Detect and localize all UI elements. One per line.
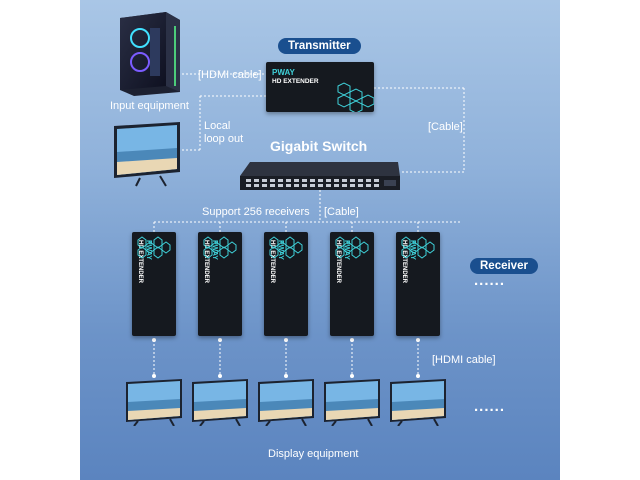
display-equipment-label: Display equipment xyxy=(268,448,359,460)
transmitter-name: HD EXTENDER xyxy=(272,78,319,85)
hexagon-pattern-icon xyxy=(335,236,369,259)
transmitter-badge: Transmitter xyxy=(278,38,361,54)
receiver-device: PWAY HD EXTENDER xyxy=(132,232,176,336)
local-loop-out-label: Local loop out xyxy=(204,120,244,145)
gigabit-switch-label: Gigabit Switch xyxy=(270,138,368,154)
receiver-device: PWAY HD EXTENDER xyxy=(396,232,440,336)
receiver-device: PWAY HD EXTENDER xyxy=(264,232,308,336)
receiver-badge: Receiver xyxy=(470,258,538,274)
receiver-device: PWAY HD EXTENDER xyxy=(198,232,242,336)
support-receivers-label: Support 256 receivers xyxy=(202,206,310,218)
hexagon-pattern-icon xyxy=(337,82,374,112)
hdmi-cable-bottom-label: [HDMI cable] xyxy=(432,354,496,366)
tv-icon xyxy=(126,379,182,426)
hexagon-pattern-icon xyxy=(401,236,435,259)
tv-icon xyxy=(258,379,314,426)
cable-right-label: [Cable] xyxy=(428,121,463,133)
tv-icon xyxy=(192,379,248,426)
diagram-canvas: PWAY HD EXTENDER PWAY HD EXTENDER PWAY H… xyxy=(80,0,560,480)
more-receivers-dots: ...... xyxy=(474,272,506,289)
hdmi-cable-top-label: [HDMI cable] xyxy=(198,69,262,81)
hexagon-pattern-icon xyxy=(137,236,171,259)
receiver-device: PWAY HD EXTENDER xyxy=(330,232,374,336)
hexagon-pattern-icon xyxy=(203,236,237,259)
transmitter-device: PWAY HD EXTENDER xyxy=(266,62,374,112)
transmitter-brand: PWAY xyxy=(272,68,295,77)
hexagon-pattern-icon xyxy=(269,236,303,259)
input-equipment-label: Input equipment xyxy=(110,100,189,112)
more-displays-dots: ...... xyxy=(474,398,506,415)
connector-lines xyxy=(152,73,465,378)
tv-icon xyxy=(324,379,380,426)
cable-middle-label: [Cable] xyxy=(324,206,359,218)
tv-icon xyxy=(390,379,446,426)
